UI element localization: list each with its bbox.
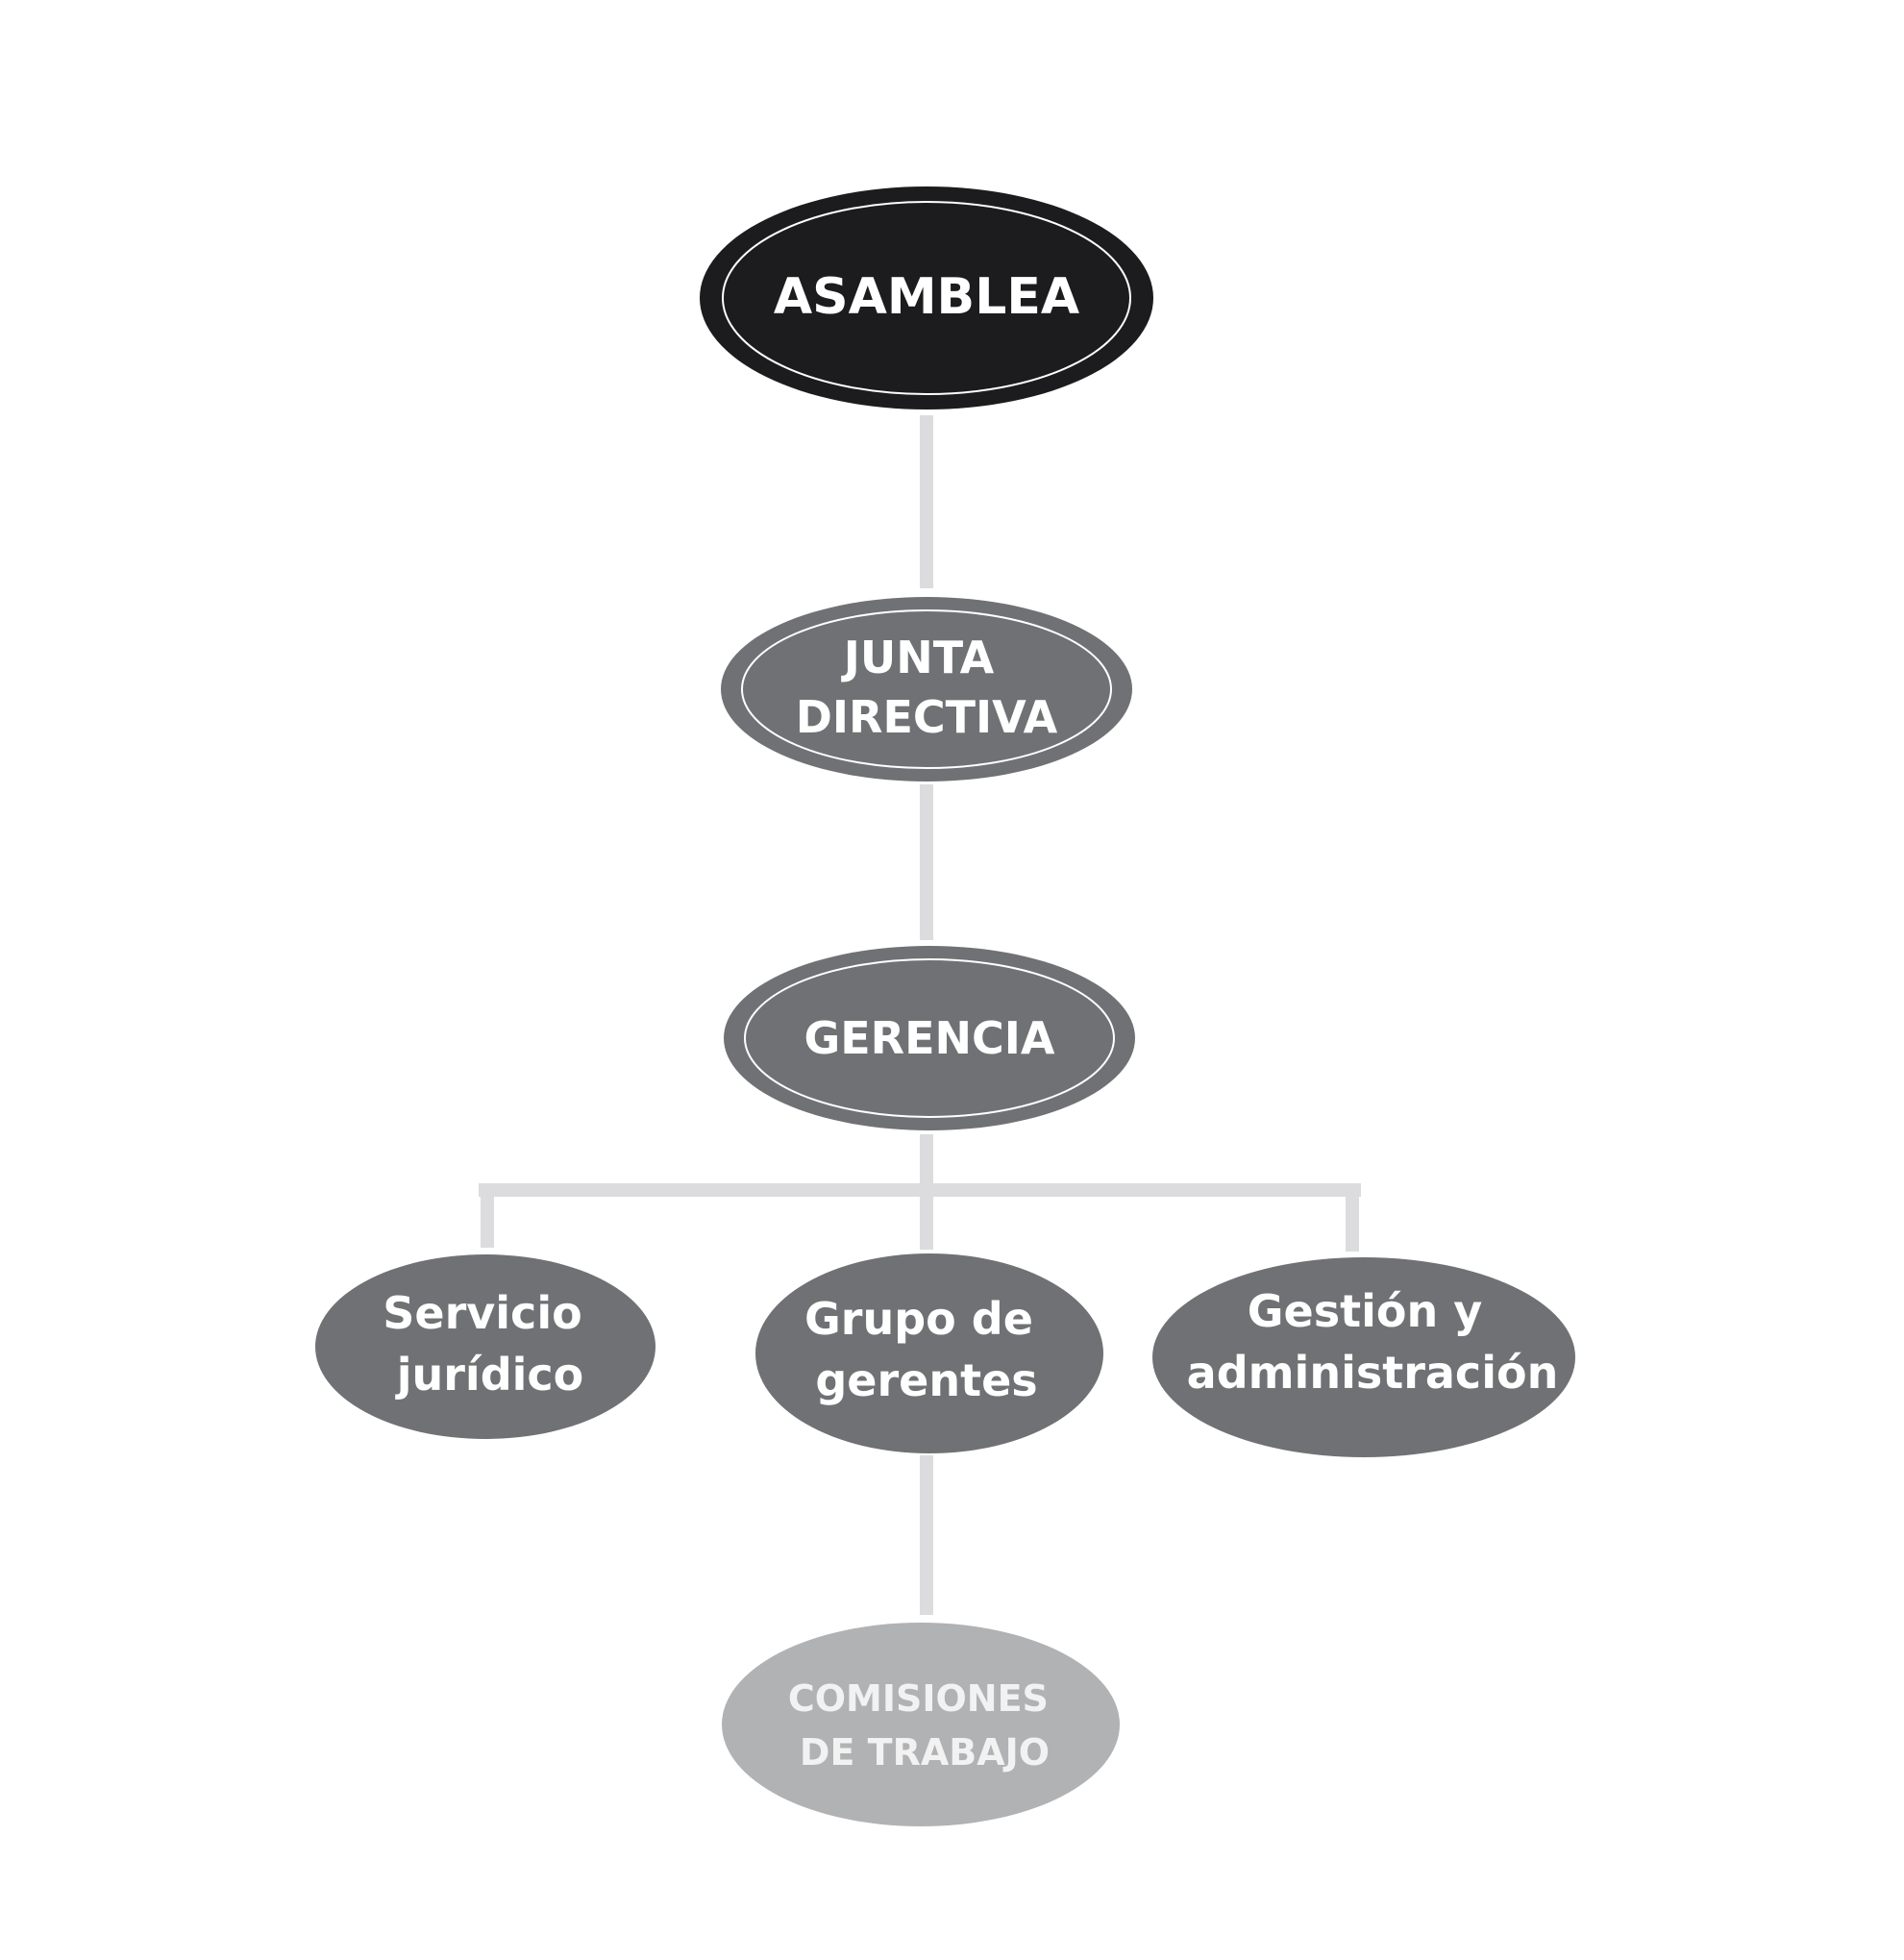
node-grupo-de-gerentes: Grupo de gerentes [755, 1253, 1103, 1453]
connectors [479, 415, 1361, 1615]
node-gerencia-inner-ring [744, 958, 1115, 1118]
node-asamblea-label: ASAMBLEA [774, 268, 1079, 326]
node-servicio-juridico-shape [315, 1254, 655, 1439]
node-asamblea-shape [700, 186, 1153, 409]
node-junta-directiva-inner-ring [741, 609, 1112, 769]
node-comisiones-de-trabajo-shape [722, 1623, 1120, 1826]
node-junta-directiva: JUNTA DIRECTIVA [721, 597, 1132, 782]
node-grupo-de-gerentes-label: Grupo de gerentes [804, 1293, 1049, 1406]
node-gerencia-label: GERENCIA [804, 1012, 1055, 1064]
node-asamblea: ASAMBLEA [700, 186, 1153, 409]
node-gestion-y-administracion: Gestión y administración [1152, 1257, 1575, 1457]
node-servicio-juridico-label: Servicio jurídico [383, 1287, 597, 1401]
node-servicio-juridico: Servicio jurídico [315, 1254, 655, 1439]
node-comisiones-de-trabajo: COMISIONES DE TRABAJO [722, 1623, 1120, 1826]
node-junta-directiva-label: JUNTA DIRECTIVA [796, 632, 1058, 743]
node-gerencia-shape [724, 946, 1135, 1130]
node-gerencia: GERENCIA [724, 946, 1135, 1130]
node-junta-directiva-shape [721, 597, 1132, 782]
node-gestion-y-administracion-label: Gestión y administración [1187, 1285, 1559, 1399]
node-grupo-de-gerentes-shape [755, 1253, 1103, 1453]
node-comisiones-de-trabajo-label: COMISIONES DE TRABAJO [788, 1677, 1061, 1774]
node-gestion-y-administracion-shape [1152, 1257, 1575, 1457]
node-asamblea-inner-ring [722, 201, 1131, 395]
